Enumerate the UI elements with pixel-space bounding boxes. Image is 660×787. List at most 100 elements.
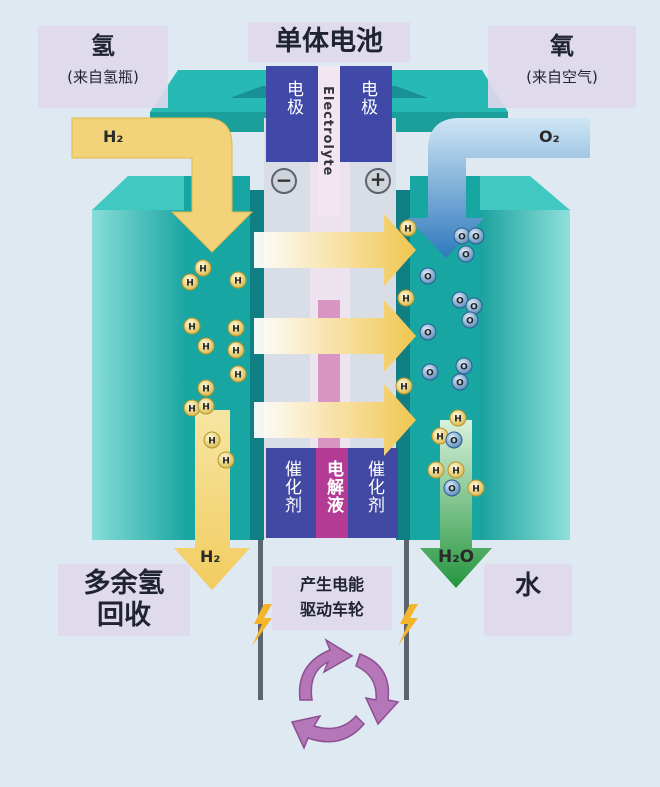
svg-text:O: O — [424, 329, 432, 339]
terminal-negative — [271, 168, 297, 194]
svg-text:H: H — [404, 225, 412, 235]
electrode-right-band — [340, 66, 392, 162]
hydrogen-atom: H — [194, 259, 212, 277]
oxygen-atom: O — [457, 245, 475, 263]
oxygen-inlet-arrow — [408, 118, 590, 258]
hydrogen-atom: H — [183, 317, 201, 335]
svg-text:O: O — [450, 437, 458, 447]
svg-text:H: H — [188, 323, 196, 333]
svg-text:H: H — [232, 347, 240, 357]
power-label-box: 产生电能 驱动车轮 — [272, 566, 392, 630]
svg-text:H: H — [472, 485, 480, 495]
hydrogen-outlet-arrow — [174, 410, 250, 590]
svg-text:H: H — [432, 467, 440, 477]
water-formula: H₂O — [438, 547, 475, 567]
o2-inlet-label: O₂ — [539, 127, 560, 146]
hydrogen-atom: H — [399, 219, 417, 237]
hydrogen-source: (来自氢瓶) — [67, 68, 139, 86]
oxygen-atom: O — [465, 297, 483, 315]
svg-text:O: O — [456, 297, 464, 307]
hydrogen-atom: H — [181, 273, 199, 291]
svg-text:O: O — [472, 233, 480, 243]
svg-text:O: O — [456, 379, 464, 389]
svg-text:O: O — [466, 317, 474, 327]
oxygen-atom: O — [445, 431, 463, 449]
svg-text:O: O — [470, 303, 478, 313]
svg-text:O: O — [424, 273, 432, 283]
catalyst-right-label: 催化剂 — [364, 460, 384, 514]
hydrogen-atom: H — [397, 289, 415, 307]
anode-housing — [92, 176, 264, 540]
catalyst-right-band — [348, 448, 398, 538]
svg-text:H: H — [232, 325, 240, 335]
svg-text:H: H — [208, 437, 216, 447]
hydrogen-atom: H — [197, 337, 215, 355]
electrode-left-label: 电极 — [283, 80, 303, 116]
oxygen-atom: O — [419, 323, 437, 341]
svg-text:O: O — [458, 233, 466, 243]
oxygen-atom: O — [443, 479, 461, 497]
hydrogen-atom: H — [449, 409, 467, 427]
oxygen-source: (来自空气) — [526, 68, 598, 86]
svg-text:H: H — [202, 385, 210, 395]
svg-text:O: O — [448, 485, 456, 495]
oxygen-atom: O — [461, 311, 479, 329]
excess-hydrogen-line1: 多余氢 — [83, 568, 165, 599]
svg-text:H: H — [199, 265, 207, 275]
terminal-negative-label: − — [275, 168, 293, 192]
h2-inlet-label: H₂ — [103, 127, 124, 146]
oxygen-atom: O — [467, 227, 485, 245]
page-title: 单体电池 — [248, 22, 410, 62]
hydrogen-atom: H — [427, 461, 445, 479]
hydrogen-atom: H — [197, 379, 215, 397]
hydrogen-atom: H — [229, 271, 247, 289]
excess-hydrogen-line2: 回收 — [97, 600, 151, 631]
catalyst-left-band — [266, 448, 316, 538]
oxygen-atom: O — [451, 373, 469, 391]
oxygen-atom: O — [421, 363, 439, 381]
terminal-positive-label: + — [369, 167, 387, 191]
oxygen-label-box: 氧 (来自空气) — [488, 26, 636, 108]
oxygen-atom: O — [419, 267, 437, 285]
hydrogen-label-box: 氢 (来自氢瓶) — [38, 26, 168, 108]
svg-text:H: H — [452, 467, 460, 477]
svg-text:H: H — [234, 277, 242, 287]
power-label-line2: 驱动车轮 — [299, 600, 364, 619]
hydrogen-atom: H — [217, 451, 235, 469]
svg-text:H: H — [454, 415, 462, 425]
svg-text:H: H — [202, 343, 210, 353]
catalyst-left-label: 催化剂 — [281, 460, 301, 514]
electrolyte-cn-label: 电解液 — [323, 460, 343, 514]
water-label-box: 水 — [484, 564, 572, 636]
electrode-right-label: 电极 — [357, 80, 377, 116]
svg-text:H: H — [202, 403, 210, 413]
external-circuit — [252, 540, 418, 700]
svg-text:H: H — [188, 405, 196, 415]
lightning-left-icon — [252, 604, 272, 646]
hydrogen-atom: H — [447, 461, 465, 479]
lightning-right-icon — [398, 604, 418, 646]
hydrogen-atom: H — [395, 377, 413, 395]
hydrogen-atom: H — [467, 479, 485, 497]
svg-text:O: O — [426, 369, 434, 379]
svg-text:H: H — [436, 433, 444, 443]
electrolyte-band — [316, 448, 348, 538]
hydrogen-atom: H — [431, 427, 449, 445]
hydrogen-name: 氢 — [91, 32, 115, 60]
hydrogen-atom: H — [227, 319, 245, 337]
svg-text:H: H — [402, 295, 410, 305]
oxygen-name: 氧 — [550, 32, 574, 60]
terminal-positive — [365, 168, 391, 194]
h2-outlet-label: H₂ — [200, 547, 221, 566]
proton-transfer-arrows — [254, 214, 416, 456]
water-label: 水 — [514, 571, 541, 601]
electrolyte-en-label: Electrolyte — [320, 86, 335, 177]
water-outlet-arrow — [420, 420, 492, 588]
svg-text:H: H — [222, 457, 230, 467]
power-label-line1: 产生电能 — [299, 575, 364, 594]
svg-text:O: O — [460, 363, 468, 373]
